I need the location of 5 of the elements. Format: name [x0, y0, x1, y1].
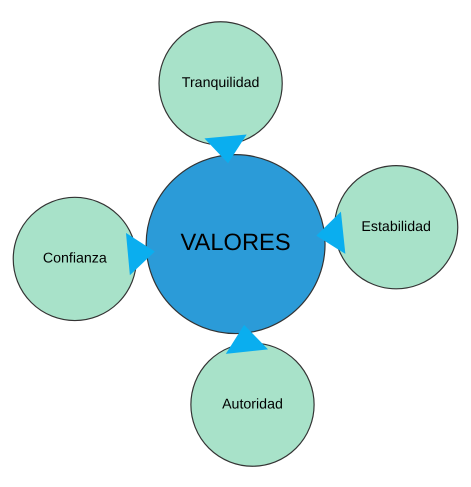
arrow	[316, 211, 346, 254]
arrow	[126, 232, 155, 275]
arrow	[204, 134, 247, 163]
arrow	[226, 324, 268, 354]
node-circle: VALORES	[146, 154, 326, 334]
